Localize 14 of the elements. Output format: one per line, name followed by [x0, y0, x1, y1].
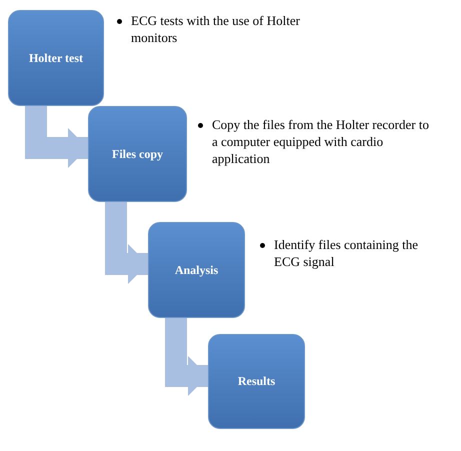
bent-arrow	[25, 106, 88, 168]
process-box	[208, 334, 305, 429]
process-box	[8, 10, 104, 106]
step-label: Holter test	[28, 50, 84, 66]
process-box	[88, 106, 187, 202]
step-label: Results	[238, 374, 276, 389]
process-box	[148, 222, 245, 318]
step-description: ECG tests with the use of Holter monitors	[131, 12, 301, 46]
bent-arrow	[165, 318, 208, 396]
step-label: Analysis	[174, 262, 218, 278]
step-description: Identify files containing the ECG signal	[274, 236, 420, 270]
step-description: Copy the files from the Holter recorder to a computer equipped with cardio application	[212, 116, 430, 167]
bent-arrow	[105, 202, 148, 284]
step-label: Files copy	[112, 146, 163, 162]
